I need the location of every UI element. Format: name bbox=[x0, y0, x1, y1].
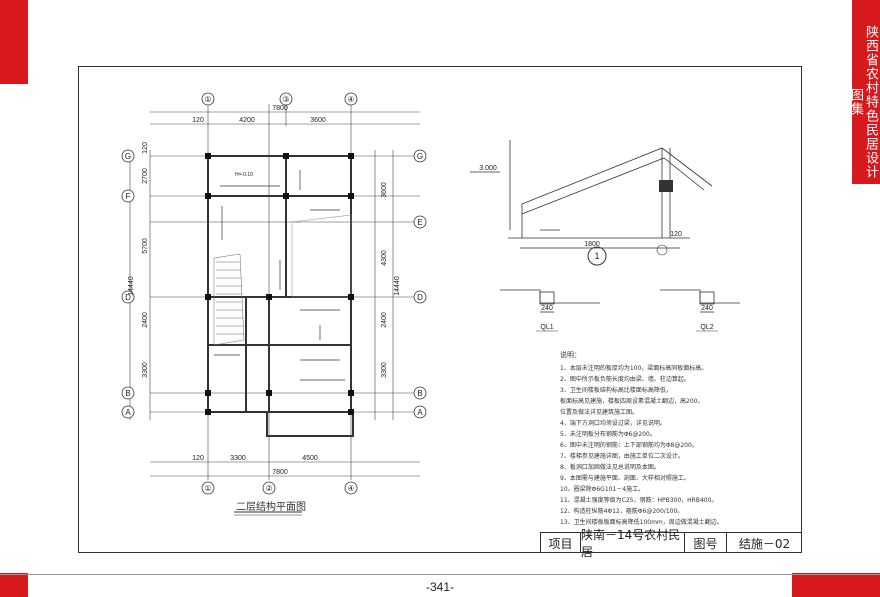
project-name: 陕南－14号农村民居 bbox=[580, 528, 684, 559]
dim-edge-left: 120 bbox=[142, 142, 149, 154]
axis-right-d: D bbox=[417, 293, 423, 302]
footer-rule bbox=[0, 574, 880, 575]
drawing-sheet bbox=[78, 66, 802, 553]
notes-item: 8、板洞口加固做法见总说明及本图。 bbox=[560, 464, 660, 471]
notes-item: 13、卫生间楼板板面标高降低100mm，周边做混凝土翻边。 bbox=[560, 519, 723, 526]
general-notes: 说明： 1、本层未注明的板厚均为100，梁面标高同板面标高。 2、图中所示板负筋… bbox=[560, 350, 790, 528]
dim-bottom-a: 3300 bbox=[230, 455, 246, 462]
roof-section-detail bbox=[470, 140, 713, 249]
axis-top-1: ① bbox=[204, 95, 211, 104]
beam-ql2-width: 240 bbox=[701, 305, 713, 312]
notes-item: 4、端下方洞口均须设过梁，详见说明。 bbox=[560, 420, 666, 427]
axis-left-a: A bbox=[125, 408, 131, 417]
axis-right-a: A bbox=[417, 408, 423, 417]
drawing-no: 结施－02 bbox=[726, 533, 802, 553]
notes-item: 10、圈梁除Φ6G101－4施工。 bbox=[560, 486, 645, 493]
axis-top-4: ④ bbox=[347, 95, 354, 104]
notes-item: 3、卫生间楼板结构标高比楼面标高降低， bbox=[560, 387, 672, 394]
axis-left-g: G bbox=[125, 152, 131, 161]
corner-tab-bottom-right bbox=[792, 573, 880, 597]
dim-right-a: 3600 bbox=[381, 182, 388, 198]
dim-right-total: 14440 bbox=[394, 276, 401, 296]
dim-left-a: 2700 bbox=[142, 168, 149, 184]
axis-left-f: F bbox=[126, 192, 131, 201]
room-label: H=-0.10 bbox=[235, 172, 253, 178]
dim-bottom-total: 7800 bbox=[272, 469, 288, 476]
section-dim-120: 120 bbox=[670, 231, 682, 238]
page-number: -341- bbox=[425, 580, 454, 594]
notes-item: 1、本层未注明的板厚均为100，梁面标高同板面标高。 bbox=[560, 365, 708, 372]
notes-item: 11、混凝土强度等级为C25，钢筋：HPB300，HRB400。 bbox=[560, 497, 718, 504]
dim-right-d: 3300 bbox=[381, 362, 388, 378]
notes-heading: 说明： bbox=[560, 351, 581, 359]
beam-details bbox=[500, 289, 740, 313]
dim-right-b: 4300 bbox=[381, 250, 388, 266]
dim-right-c: 2400 bbox=[381, 312, 388, 328]
dim-left-d: 3300 bbox=[142, 362, 149, 378]
axis-right-g: G bbox=[417, 152, 423, 161]
notes-item: 板面标高见建施，楼板四周设素混凝土翻边，高200。 bbox=[560, 398, 704, 405]
axis-left-d: D bbox=[125, 293, 131, 302]
axis-left-b: B bbox=[125, 389, 130, 398]
dim-edge-top: 120 bbox=[192, 117, 204, 124]
dim-left-c: 2400 bbox=[142, 312, 149, 328]
drawing-no-label: 图号 bbox=[684, 533, 726, 553]
corner-tab-bottom-left bbox=[0, 573, 28, 597]
axis-top-3: ③ bbox=[282, 95, 289, 104]
axis-bottom-2: ② bbox=[265, 484, 272, 493]
notes-item: 9、本图需与建施平面、剖面、大样相对照施工。 bbox=[560, 475, 690, 482]
axis-right-b: B bbox=[417, 389, 422, 398]
dim-top-total: 7800 bbox=[272, 105, 288, 112]
notes-item: 12、构造柱纵筋4Φ12，箍筋Φ6@200/100。 bbox=[560, 508, 684, 515]
axis-right-e: E bbox=[417, 218, 422, 227]
beam-ql2-label: QL2 bbox=[700, 324, 713, 331]
axis-bottom-1: ① bbox=[204, 484, 211, 493]
dim-top-a: 4200 bbox=[239, 117, 255, 124]
section-dim-width: 1800 bbox=[584, 241, 600, 248]
corner-tab-top-left bbox=[0, 0, 28, 84]
notes-item: 7、楼梯参见建施详图，由施工单位二次设计。 bbox=[560, 453, 684, 460]
title-block: 项目 陕南－14号农村民居 图号 结施－02 bbox=[540, 528, 802, 559]
notes-item: 2、图中所示板负筋长度均由梁、墙、柱边算起。 bbox=[560, 376, 690, 383]
notes-item: 6、图中未注明的钢筋：上下部钢筋均为Φ8@200。 bbox=[560, 442, 698, 449]
dim-left-total: 14440 bbox=[128, 276, 135, 296]
section-callout: 1 bbox=[594, 251, 599, 261]
side-title-tab: 陕西省农村特色民居设计图集 bbox=[848, 0, 880, 184]
dim-bottom-b: 4500 bbox=[302, 455, 318, 462]
dim-top-b: 3600 bbox=[310, 117, 326, 124]
dim-edge-bottom: 120 bbox=[192, 455, 204, 462]
axis-bottom-4: ④ bbox=[347, 484, 354, 493]
dim-left-b: 5700 bbox=[142, 238, 149, 254]
side-title: 陕西省农村特色民居设计图集 bbox=[848, 25, 878, 179]
notes-item: 5、未注明板分布钢筋为Φ6@200。 bbox=[560, 431, 656, 438]
section-elevation: 3.000 bbox=[479, 165, 497, 172]
beam-ql1-width: 240 bbox=[541, 305, 553, 312]
beam-ql1-label: QL1 bbox=[540, 324, 553, 331]
plan-title: 二层结构平面图 bbox=[236, 502, 306, 513]
project-label: 项目 bbox=[540, 533, 580, 553]
notes-item: 位置及做法详见建筑施工图。 bbox=[560, 409, 639, 416]
